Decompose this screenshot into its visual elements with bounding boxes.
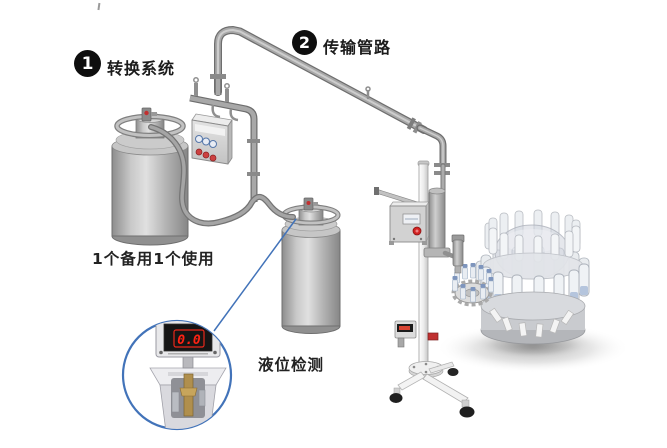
step-2-badge: 2 bbox=[292, 30, 317, 55]
step-1-label: 转换系统 bbox=[107, 59, 176, 78]
dosing-stand bbox=[389, 160, 475, 418]
stray-mark bbox=[97, 2, 101, 11]
pipe-flange bbox=[247, 139, 260, 143]
caster-wheel bbox=[459, 406, 475, 418]
tank-valve bbox=[141, 107, 157, 122]
dosing-head bbox=[423, 187, 465, 274]
level-detect-note: 液位检测 bbox=[258, 356, 325, 374]
stand-legs bbox=[389, 361, 475, 418]
transfer-pipeline bbox=[218, 30, 450, 195]
warning-tag bbox=[427, 332, 439, 341]
caster-wheel bbox=[447, 368, 459, 376]
level-meter: 0.0 bbox=[155, 321, 221, 358]
riser-flange bbox=[210, 74, 226, 79]
source-tank-right bbox=[281, 197, 341, 334]
step-1-badge: 1 bbox=[74, 50, 101, 77]
star-wheel bbox=[451, 263, 494, 307]
vials bbox=[452, 263, 494, 303]
tanks-usage-note: 1个备用1个使用 bbox=[92, 250, 215, 268]
red-valve-knobs bbox=[195, 148, 217, 162]
tray-fins bbox=[489, 307, 574, 338]
dosing-controller bbox=[374, 187, 430, 245]
caster-wheel bbox=[389, 393, 403, 403]
level-meter-value: 0.0 bbox=[177, 333, 201, 348]
pressure-gauges bbox=[195, 135, 217, 148]
callout-line bbox=[213, 218, 297, 332]
rotary-filler bbox=[436, 209, 630, 373]
pole-sensor bbox=[394, 320, 417, 348]
switchover-manifold bbox=[190, 74, 260, 202]
switchover-box bbox=[191, 113, 233, 165]
tank-valve bbox=[303, 197, 318, 211]
step-2-label: 传输管路 bbox=[323, 38, 392, 57]
sensor-readout bbox=[399, 326, 410, 330]
stand-pole bbox=[418, 163, 429, 367]
level-detect-callout: 0.0 bbox=[121, 218, 297, 431]
dosing-nozzle bbox=[451, 234, 465, 274]
source-tank-left bbox=[111, 107, 189, 246]
